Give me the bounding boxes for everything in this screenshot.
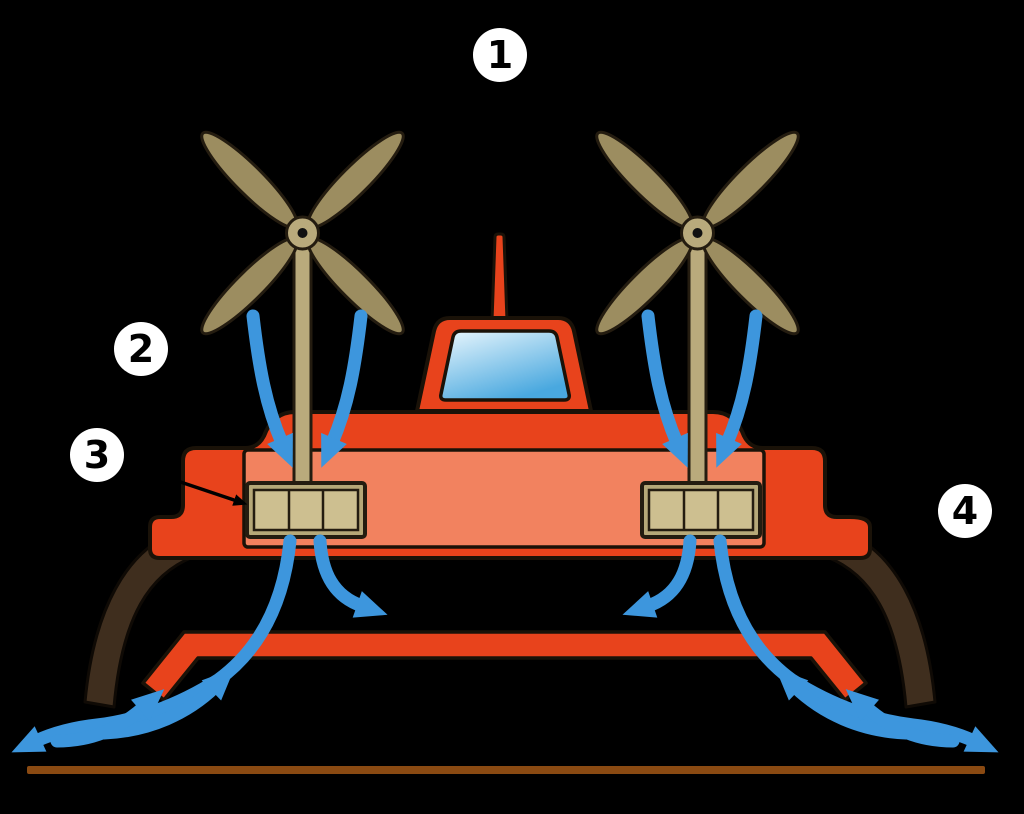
propeller-left-hub-center (297, 228, 308, 238)
antenna-mast (490, 232, 509, 323)
intake-arrow-right-outer (716, 309, 763, 468)
mast-left (292, 228, 313, 490)
escape-curl-left-outer (50, 689, 165, 748)
air-cushion-band (141, 630, 868, 702)
escape-curl-right-outer (845, 689, 960, 748)
propeller-right (595, 130, 800, 336)
fan-unit-right (640, 481, 762, 539)
propeller-left-blades (200, 130, 405, 336)
underflow-arrow-right-center (622, 534, 697, 618)
label-3-fan: 3 (70, 428, 124, 482)
label-1-propulsion: 1 (473, 28, 527, 82)
mast-right (687, 228, 708, 490)
fan-unit-left (245, 481, 367, 539)
intake-arrow-right-inner (641, 309, 688, 468)
ground-line (27, 766, 985, 774)
intake-arrow-left-outer (246, 309, 293, 468)
propeller-right-hub-center (692, 228, 703, 238)
label-4-skirt: 4 (938, 484, 992, 538)
underflow-arrow-left-out (11, 534, 297, 753)
skirt-left (83, 531, 195, 709)
skirt-right (825, 531, 937, 709)
label3-pointer-arrow (126, 462, 248, 506)
windshield (439, 329, 571, 402)
propeller-left (200, 130, 405, 336)
underflow-arrow-right-out (713, 534, 999, 753)
underflow-arrow-left-center (313, 534, 388, 618)
airflow-arrows (11, 309, 999, 753)
label-2-airflow: 2 (114, 322, 168, 376)
intake-arrow-left-inner (321, 309, 368, 468)
